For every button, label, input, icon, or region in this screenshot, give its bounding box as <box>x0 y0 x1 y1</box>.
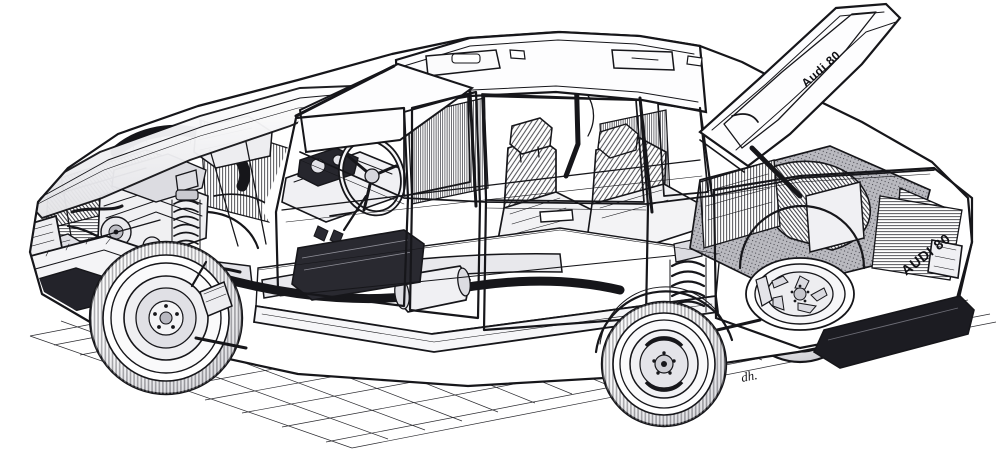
underfloor <box>209 227 721 353</box>
rocker-sill <box>252 294 720 353</box>
rear-quarter <box>712 166 975 369</box>
sun-visor-left <box>425 49 501 77</box>
front-wheel <box>88 240 248 396</box>
body-detail-lines <box>257 159 931 271</box>
sun-visor-right <box>611 49 675 71</box>
rear-bumper <box>812 295 975 369</box>
spare-wheel <box>745 257 855 331</box>
artist-signature: dh. <box>740 367 759 385</box>
rear-wheel <box>594 286 734 428</box>
tailgate: Audi 80 <box>698 2 902 199</box>
doors <box>274 90 650 332</box>
artist-signature-text: dh. <box>740 367 759 385</box>
